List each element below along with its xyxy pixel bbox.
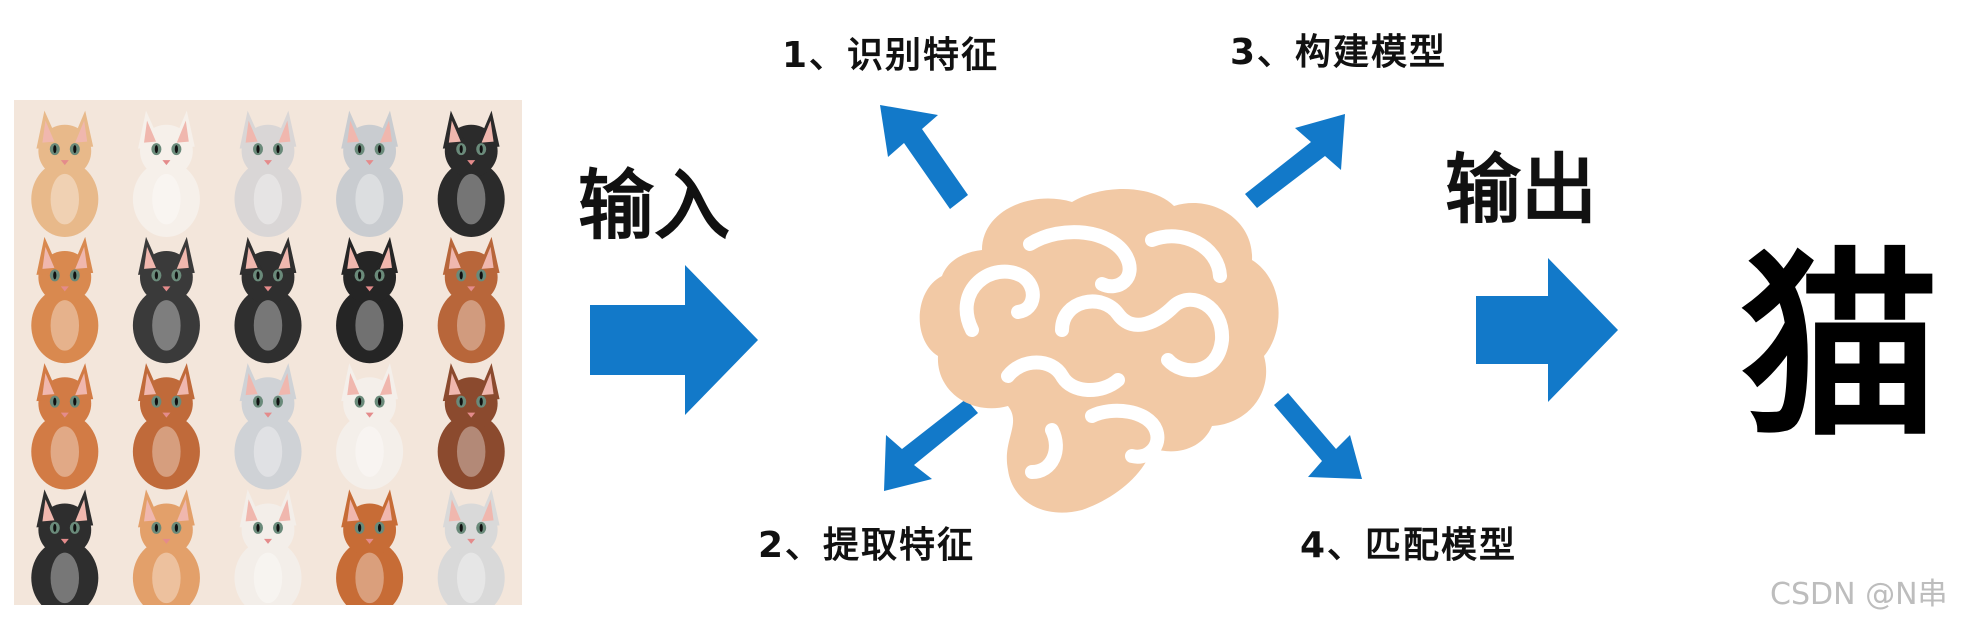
- arrow-up-left-icon: [880, 105, 968, 209]
- cat-figure: [437, 489, 505, 605]
- cat-figure: [234, 489, 302, 605]
- cat-figure: [437, 110, 505, 237]
- cat-figure: [132, 363, 200, 490]
- cat-figure: [132, 110, 200, 237]
- watermark-text: CSDN @N串: [1770, 577, 1948, 612]
- cat-figure: [336, 363, 404, 490]
- cat-figure: [437, 236, 505, 364]
- cat-figure: [31, 110, 99, 237]
- cat-figure: [132, 236, 200, 364]
- cat-figure: [132, 489, 200, 605]
- arrow-up-right-icon: [1245, 114, 1345, 208]
- step-label-build-model: 3、构建模型: [1230, 32, 1448, 73]
- step-label-extract-features: 2、提取特征: [758, 525, 976, 566]
- cat-figure: [336, 110, 404, 237]
- cat-photo-grid-image: [14, 100, 522, 605]
- step-label-identify-features: 1、识别特征: [782, 35, 1000, 76]
- arrow-down-left-icon: [884, 399, 978, 491]
- cat-figure: [31, 363, 99, 490]
- cat-figure: [336, 236, 404, 364]
- output-label: 输出: [1445, 145, 1597, 234]
- cat-figure: [437, 363, 505, 490]
- cat-figure: [234, 363, 302, 490]
- result-character: 猫: [1740, 231, 1941, 464]
- input-arrow-icon: [590, 265, 758, 415]
- cat-figure: [234, 236, 302, 364]
- cat-figure: [234, 110, 302, 237]
- cat-figure: [31, 489, 99, 605]
- input-label: 输入: [578, 161, 730, 250]
- cat-figure: [336, 489, 404, 605]
- brain-icon: [919, 188, 1279, 513]
- arrow-down-right-icon: [1274, 393, 1362, 479]
- step-label-match-model: 4、匹配模型: [1300, 525, 1518, 566]
- cat-figure: [31, 236, 99, 364]
- output-arrow-icon: [1476, 258, 1618, 402]
